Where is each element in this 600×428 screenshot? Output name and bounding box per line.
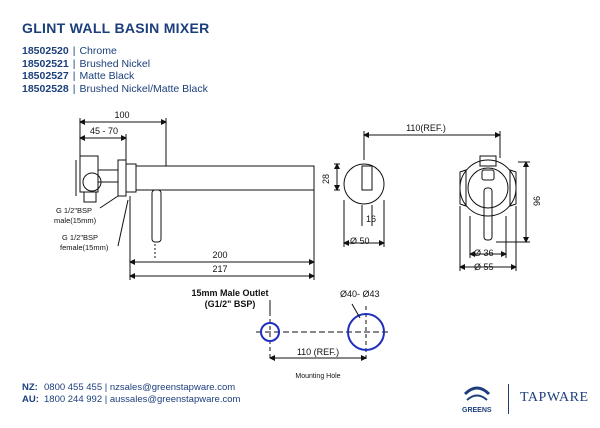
label-mounting-hole: Mounting Hole — [295, 373, 340, 380]
model-code: 18502528 — [22, 82, 69, 95]
label-female-thread: G 1/2"BSP — [62, 233, 98, 242]
dim-diameter-55: Ø 55 — [474, 262, 494, 272]
brand-name: TAPWARE — [520, 390, 589, 405]
label-male-size: male(15mm) — [54, 216, 97, 225]
dim-diameter-40-43: Ø40- Ø43 — [340, 289, 380, 299]
mounting-hole-view — [256, 300, 390, 362]
label-outlet-thread: (G1/2" BSP) — [205, 299, 256, 309]
label-outlet: 15mm Male Outlet — [191, 288, 268, 298]
model-finish: Brushed Nickel — [79, 57, 151, 70]
handle-view — [459, 155, 530, 271]
model-finish: Matte Black — [79, 70, 135, 82]
model-row: 18502521|Brushed Nickel — [22, 57, 151, 70]
model-finish: Brushed Nickel/Matte Black — [79, 82, 208, 95]
model-code: 18502521 — [22, 57, 69, 70]
product-title: GLINT WALL BASIN MIXER — [22, 20, 210, 36]
model-code: 18502527 — [22, 70, 69, 82]
dim-28: 28 — [321, 174, 331, 184]
model-row: 18502528|Brushed Nickel/Matte Black — [22, 82, 208, 95]
dim-16: 16 — [366, 214, 376, 224]
side-view — [75, 118, 315, 280]
logo-wordmark: GREENS — [462, 407, 492, 414]
contact-au: AU: 1800 244 992 | aussales@greenstapware… — [22, 394, 240, 406]
contact-au-details: 1800 244 992 | aussales@greenstapware.co… — [44, 394, 241, 405]
model-row: 18502527|Matte Black — [22, 70, 135, 82]
dim-200: 200 — [212, 250, 227, 260]
logo-divider — [508, 384, 509, 414]
dim-diameter-50: Ø 50 — [350, 236, 370, 246]
dim-100: 100 — [114, 110, 129, 120]
contact-nz-details: 0800 455 455 | nzsales@greenstapware.com — [44, 382, 236, 393]
dim-96: 96 — [532, 196, 542, 206]
model-code: 18502520 — [22, 45, 69, 57]
dim-217: 217 — [212, 264, 227, 274]
label-female-size: female(15mm) — [60, 243, 109, 252]
model-finish: Chrome — [79, 45, 117, 57]
contact-info: NZ: 0800 455 455 | nzsales@greenstapware.… — [22, 382, 240, 406]
model-list: 18502520|Chrome 18502521|Brushed Nickel … — [22, 45, 208, 95]
dim-45-70: 45 - 70 — [90, 126, 118, 136]
label-male-thread: G 1/2"BSP — [56, 206, 92, 215]
front-view — [334, 131, 501, 247]
dim-110-ref-holes: 110 (REF.) — [297, 347, 339, 357]
dim-110-ref: 110(REF.) — [406, 123, 446, 133]
contact-nz-label: NZ: — [22, 382, 38, 393]
dim-diameter-36: Ø 36 — [474, 248, 494, 258]
model-row: 18502520|Chrome — [22, 45, 117, 57]
contact-nz: NZ: 0800 455 455 | nzsales@greenstapware.… — [22, 382, 240, 394]
greens-logo-icon — [463, 386, 491, 401]
contact-au-label: AU: — [22, 394, 39, 405]
